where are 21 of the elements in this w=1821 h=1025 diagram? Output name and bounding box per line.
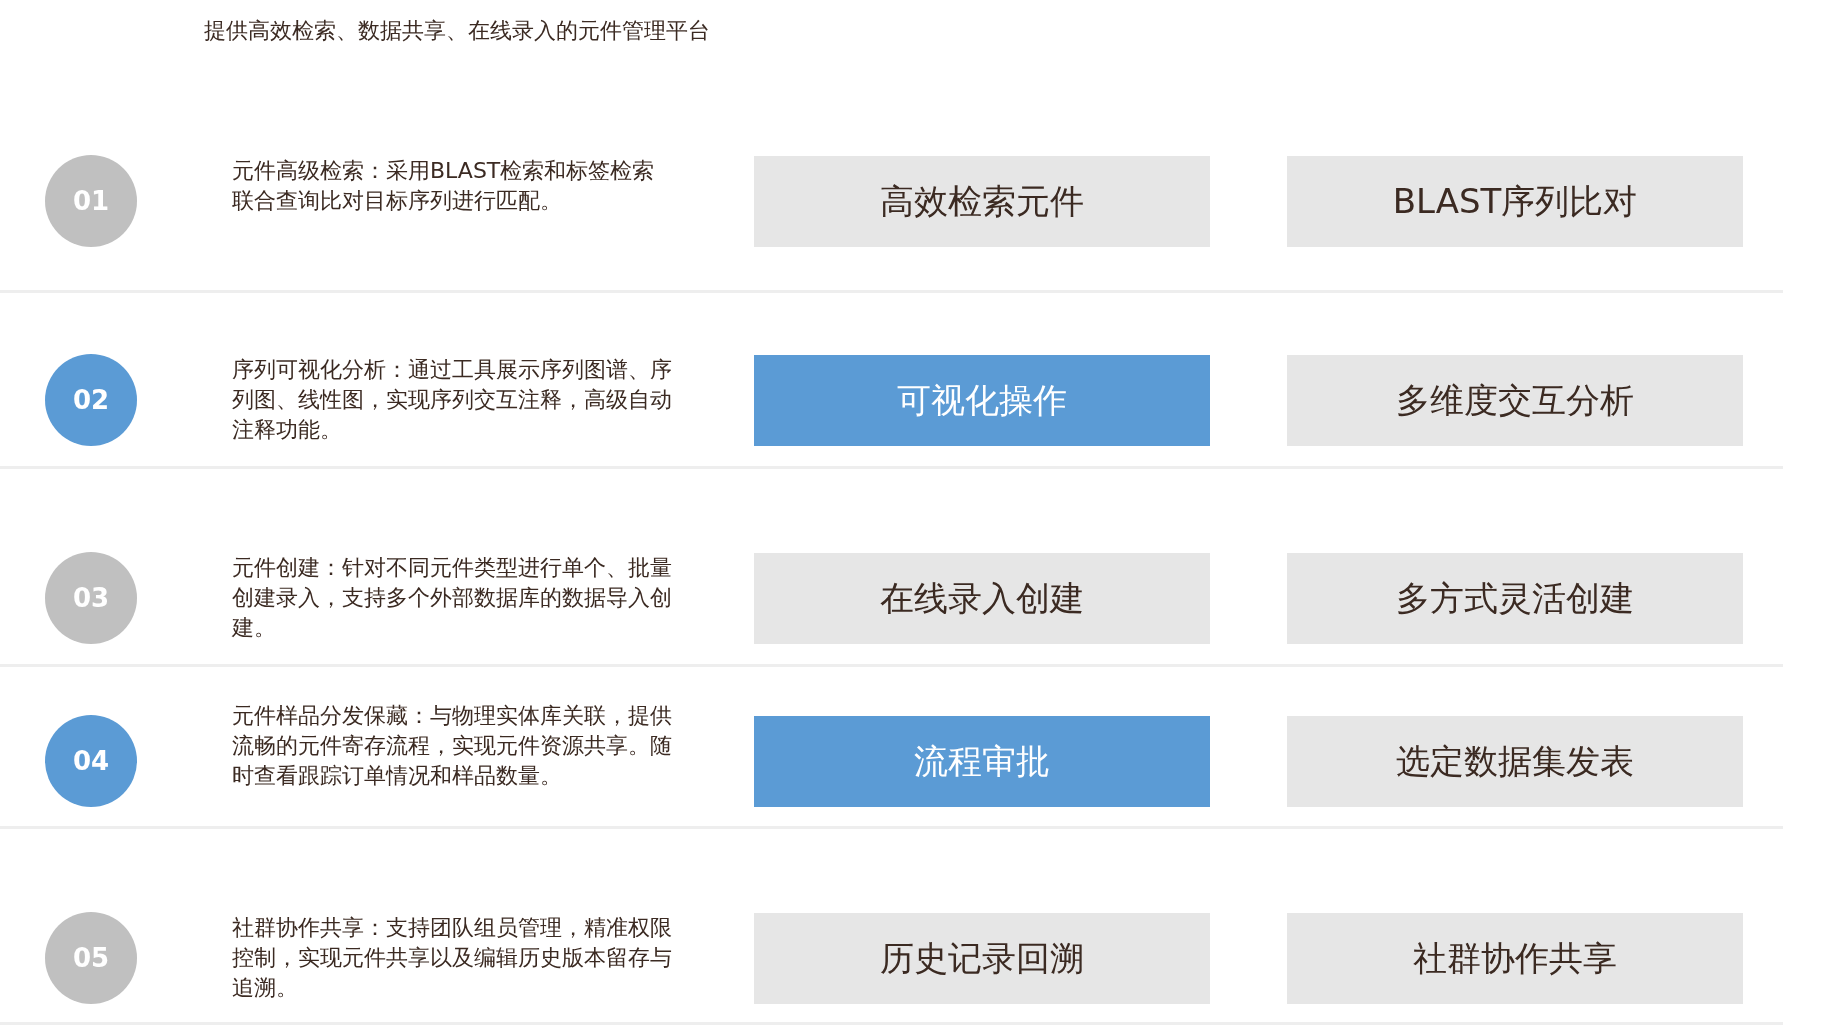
feature-box: 多方式灵活创建: [1287, 553, 1743, 644]
description-text: 序列可视化分析：通过工具展示序列图谱、序列图、线性图，实现序列交互注释，高级自动注释功能。: [232, 356, 672, 444]
feature-box: 流程审批: [754, 716, 1210, 807]
feature-box: 历史记录回溯: [754, 913, 1210, 1004]
number-circle: 03: [45, 552, 137, 644]
number-circle: 01: [45, 155, 137, 247]
description-text: 元件创建：针对不同元件类型进行单个、批量创建录入，支持多个外部数据库的数据导入创建。: [232, 554, 672, 642]
number-circle: 02: [45, 354, 137, 446]
number-circle: 04: [45, 715, 137, 807]
feature-box: 多维度交互分析: [1287, 355, 1743, 446]
number-circle: 05: [45, 912, 137, 1004]
description-text: 元件样品分发保藏：与物理实体库关联，提供流畅的元件寄存流程，实现元件资源共享。随时查看跟踪订单情况和样品数量。: [232, 702, 672, 790]
title: 提供高效检索、数据共享、在线录入的元件管理平台: [204, 17, 710, 45]
feature-box: BLAST序列比对: [1287, 156, 1743, 247]
description-text: 社群协作共享：支持团队组员管理，精准权限控制，实现元件共享以及编辑历史版本留存与追溯。: [232, 914, 672, 1002]
feature-box: 高效检索元件: [754, 156, 1210, 247]
description-text: 元件高级检索：采用BLAST检索和标签检索联合查询比对目标序列进行匹配。: [232, 157, 656, 215]
feature-box: 可视化操作: [754, 355, 1210, 446]
feature-box: 选定数据集发表: [1287, 716, 1743, 807]
feature-box: 在线录入创建: [754, 553, 1210, 644]
feature-box: 社群协作共享: [1287, 913, 1743, 1004]
